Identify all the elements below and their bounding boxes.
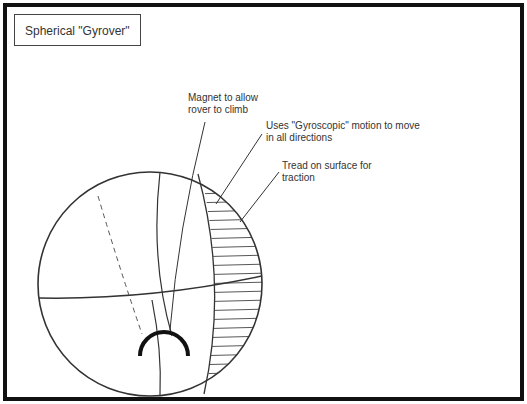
hatch-line (190, 291, 270, 293)
hatch-line (190, 336, 270, 338)
hatch-line (190, 372, 270, 374)
hatch-line (190, 219, 270, 221)
hatch-line (190, 228, 270, 230)
hatch-line (190, 174, 270, 176)
annotation-label: Magnet to allow rover to climb (188, 92, 264, 116)
leader-line (216, 134, 262, 204)
annotation-label: Tread on surface for traction (282, 160, 386, 184)
hatch-line (190, 237, 270, 239)
sphere-outline (38, 172, 262, 396)
hatch-line (190, 264, 270, 266)
title-text: Spherical "Gyrover" (25, 24, 130, 38)
hatch-line (190, 354, 270, 356)
hatch-line (190, 345, 270, 347)
magnet-symbol (140, 332, 188, 356)
lower-meridian (152, 300, 160, 395)
annotation-label: Uses "Gyroscopic" motion to move in all … (266, 120, 426, 144)
leader-line (170, 122, 205, 330)
hatch-line (190, 327, 270, 329)
frame-border (5, 5, 522, 399)
tread-edge (198, 174, 215, 394)
hatch-line (190, 273, 270, 275)
title-box: Spherical "Gyrover" (14, 14, 141, 46)
hatch-line (190, 300, 270, 302)
leader-line (240, 172, 279, 222)
hatch-line (190, 210, 270, 212)
hatch-line (190, 390, 270, 392)
equator-line (39, 276, 262, 298)
hidden-line (98, 196, 142, 334)
meridian-line (157, 172, 172, 336)
hatch-line (190, 246, 270, 248)
hatch-line (190, 201, 270, 203)
hatch-line (190, 318, 270, 320)
